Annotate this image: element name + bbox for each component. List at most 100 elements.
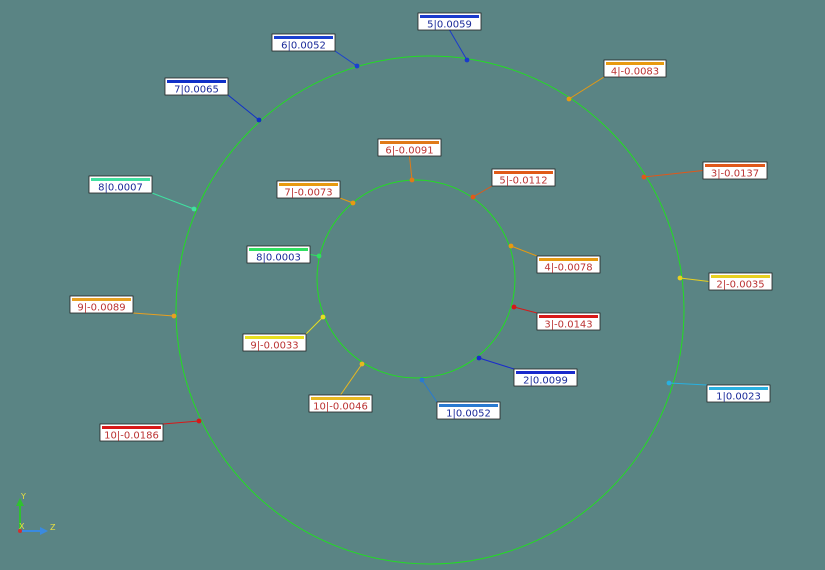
- label-color-bar: [420, 15, 479, 18]
- leader-line: [643, 170, 704, 178]
- point-label: 10|-0.0186: [104, 431, 159, 442]
- measure-point[interactable]: [171, 313, 177, 319]
- point-callout[interactable]: 5|-0.0112: [470, 168, 556, 200]
- label-color-bar: [311, 397, 370, 400]
- leader-line: [340, 363, 363, 396]
- leader-line: [668, 382, 708, 386]
- leader-line: [679, 277, 710, 282]
- point-label: 4|-0.0078: [544, 263, 592, 274]
- inner-circle: [316, 179, 516, 379]
- point-callout[interactable]: 2|-0.0035: [677, 272, 773, 291]
- point-label: 5|-0.0112: [499, 176, 547, 187]
- label-color-bar: [439, 404, 498, 407]
- measure-point[interactable]: [464, 57, 470, 63]
- leader-line: [421, 379, 438, 403]
- label-color-bar: [705, 164, 765, 167]
- axis-y-label: Y: [20, 492, 26, 501]
- label-color-bar: [102, 426, 161, 429]
- measure-point[interactable]: [419, 377, 425, 383]
- label-color-bar: [516, 371, 575, 374]
- measure-point[interactable]: [566, 96, 572, 102]
- point-label: 8|0.0007: [98, 183, 143, 194]
- label-color-bar: [709, 387, 768, 390]
- point-callout[interactable]: 10|-0.0046: [308, 361, 373, 413]
- leader-line: [449, 29, 468, 61]
- point-callout[interactable]: 4|-0.0083: [566, 59, 667, 102]
- label-color-bar: [72, 298, 131, 301]
- point-callout[interactable]: 8|0.0003: [246, 245, 322, 264]
- point-label: 9|-0.0089: [77, 303, 125, 314]
- leader-line: [568, 76, 605, 100]
- label-color-bar: [274, 36, 333, 39]
- measure-point[interactable]: [256, 117, 262, 123]
- point-callout[interactable]: 6|0.0052: [271, 33, 360, 69]
- point-label: 2|-0.0035: [716, 280, 764, 291]
- point-callout[interactable]: 9|-0.0089: [69, 295, 177, 319]
- label-color-bar: [380, 141, 439, 144]
- leader-line: [478, 357, 515, 370]
- point-label: 6|-0.0091: [385, 146, 433, 157]
- label-color-bar: [494, 171, 553, 174]
- measure-point[interactable]: [666, 380, 672, 386]
- measure-point[interactable]: [470, 194, 476, 200]
- point-callout[interactable]: 6|-0.0091: [377, 138, 442, 183]
- leader-line: [510, 245, 538, 257]
- point-label: 3|-0.0143: [544, 320, 592, 331]
- label-color-bar: [245, 336, 304, 339]
- measure-point[interactable]: [316, 253, 322, 259]
- label-color-bar: [167, 80, 226, 83]
- measure-point[interactable]: [511, 304, 517, 310]
- measure-point[interactable]: [350, 200, 356, 206]
- label-color-bar: [91, 178, 150, 181]
- point-label: 7|-0.0073: [284, 188, 332, 199]
- point-callout[interactable]: 3|-0.0143: [511, 304, 601, 331]
- measure-point[interactable]: [359, 361, 365, 367]
- point-label: 6|0.0052: [281, 41, 326, 52]
- measure-point[interactable]: [476, 355, 482, 361]
- measure-point[interactable]: [508, 243, 514, 249]
- point-callout[interactable]: 7|0.0065: [164, 77, 262, 123]
- point-label: 5|0.0059: [427, 20, 472, 31]
- point-label: 1|0.0023: [716, 392, 761, 403]
- label-color-bar: [539, 258, 598, 261]
- label-color-bar: [539, 315, 598, 318]
- point-callout[interactable]: 3|-0.0137: [641, 161, 768, 180]
- point-callout[interactable]: 7|-0.0073: [276, 180, 356, 206]
- leader-line: [227, 94, 260, 121]
- measure-point[interactable]: [677, 275, 683, 281]
- point-label: 2|0.0099: [523, 376, 568, 387]
- label-color-bar: [606, 62, 664, 65]
- measure-point[interactable]: [641, 174, 647, 180]
- axis-z-label: Z: [50, 523, 56, 532]
- label-color-bar: [711, 275, 770, 278]
- leader-line: [162, 420, 200, 425]
- measure-point[interactable]: [409, 177, 415, 183]
- leader-line: [513, 306, 538, 314]
- leader-line: [151, 192, 195, 210]
- outer-circle: [175, 55, 685, 565]
- point-label: 9|-0.0033: [250, 341, 298, 352]
- point-label: 1|0.0052: [446, 409, 491, 420]
- axis-triad: Y X Z: [16, 492, 56, 535]
- point-callout[interactable]: 9|-0.0033: [242, 314, 326, 352]
- point-label: 8|0.0003: [256, 253, 301, 264]
- point-callout[interactable]: 2|0.0099: [476, 355, 578, 387]
- point-callout[interactable]: 1|0.0023: [666, 380, 771, 403]
- leader-line: [409, 155, 413, 181]
- point-label: 4|-0.0083: [611, 67, 659, 78]
- measure-point[interactable]: [191, 206, 197, 212]
- point-callout[interactable]: 10|-0.0186: [99, 418, 202, 442]
- point-callout[interactable]: 8|0.0007: [88, 175, 197, 212]
- point-label: 3|-0.0137: [711, 169, 759, 180]
- axis-x-label: X: [19, 522, 25, 531]
- measure-point[interactable]: [196, 418, 202, 424]
- label-color-bar: [249, 248, 308, 251]
- measure-point[interactable]: [320, 314, 326, 320]
- point-label: 7|0.0065: [174, 85, 219, 96]
- point-callout[interactable]: 5|0.0059: [417, 12, 482, 63]
- point-callout[interactable]: 4|-0.0078: [508, 243, 601, 274]
- leader-line: [305, 316, 324, 335]
- measure-point[interactable]: [354, 63, 360, 69]
- point-callout[interactable]: 1|0.0052: [419, 377, 501, 420]
